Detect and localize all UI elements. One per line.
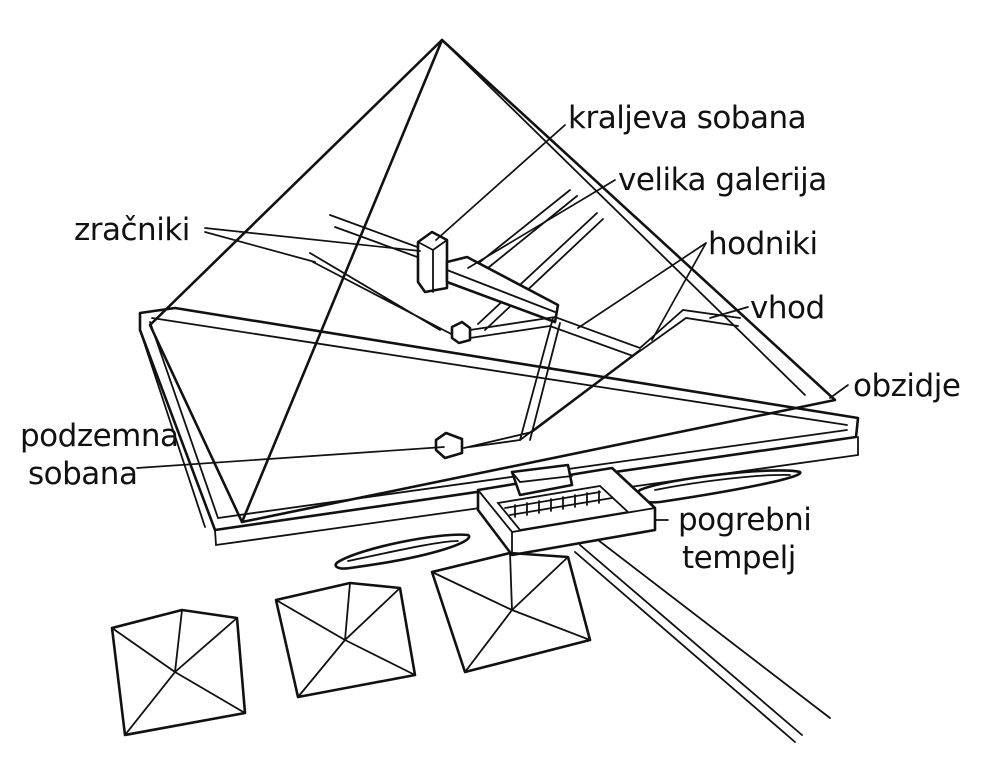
label-air-shafts: zračniki [74, 212, 190, 248]
enclosure-wall [138, 306, 860, 547]
label-mortuary-temple-line2: tempelj [682, 540, 796, 576]
grand-gallery [445, 255, 560, 324]
label-mortuary-temple-line1: pogrebni [678, 502, 811, 538]
queens-pyramid-2 [274, 581, 417, 699]
queens-pyramid-1 [110, 608, 247, 737]
label-kings-chamber: kraljeva sobana [568, 100, 806, 136]
label-grand-gallery: velika galerija [618, 162, 827, 198]
main-pyramid [148, 38, 837, 524]
causeway [574, 539, 831, 743]
label-corridors: hodniki [708, 226, 818, 262]
label-underground-chamber-line1: podzemna [20, 418, 179, 454]
middle-chamber [450, 320, 472, 345]
kings-chamber [416, 230, 449, 294]
label-underground-chamber-line2: sobana [28, 456, 137, 492]
corridors [463, 309, 741, 449]
leader-lines [136, 124, 849, 521]
queens-pyramid-3 [430, 551, 592, 674]
underground-chamber [434, 431, 464, 460]
label-enclosure-wall: obzidje [853, 368, 960, 404]
mortuary-temple [476, 463, 657, 557]
label-entrance: vhod [750, 290, 825, 326]
